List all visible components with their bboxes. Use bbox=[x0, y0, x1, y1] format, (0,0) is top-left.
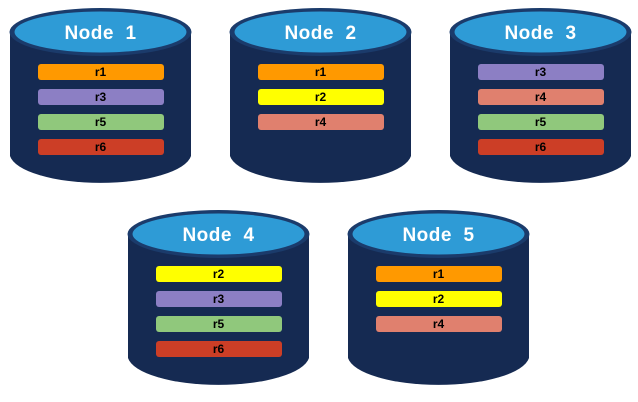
replica-list: r1 r3 r5 r6 bbox=[8, 64, 193, 155]
replica-item[interactable]: r3 bbox=[155, 291, 282, 307]
replica-item[interactable]: r5 bbox=[155, 316, 282, 332]
replica-item[interactable]: r6 bbox=[37, 139, 164, 155]
replica-item[interactable]: r2 bbox=[257, 89, 384, 105]
replica-item[interactable]: r2 bbox=[155, 266, 282, 282]
replica-item[interactable]: r1 bbox=[257, 64, 384, 80]
replica-item[interactable]: r1 bbox=[37, 64, 164, 80]
replica-list: r1 r2 r4 bbox=[346, 266, 531, 332]
replica-list: r3 r4 r5 r6 bbox=[448, 64, 633, 155]
replica-item[interactable]: r5 bbox=[37, 114, 164, 130]
replica-item[interactable]: r6 bbox=[155, 341, 282, 357]
replica-item[interactable]: r4 bbox=[375, 316, 502, 332]
database-node-2[interactable]: Node 2 r1 r2 r4 bbox=[228, 6, 413, 188]
replica-list: r1 r2 r4 bbox=[228, 64, 413, 130]
replica-item[interactable]: r1 bbox=[375, 266, 502, 282]
replica-item[interactable]: r4 bbox=[257, 114, 384, 130]
replica-item[interactable]: r6 bbox=[477, 139, 604, 155]
replica-list: r2 r3 r5 r6 bbox=[126, 266, 311, 357]
replica-item[interactable]: r3 bbox=[37, 89, 164, 105]
replica-item[interactable]: r3 bbox=[477, 64, 604, 80]
replica-item[interactable]: r2 bbox=[375, 291, 502, 307]
replica-item[interactable]: r5 bbox=[477, 114, 604, 130]
replica-item[interactable]: r4 bbox=[477, 89, 604, 105]
database-node-5[interactable]: Node 5 r1 r2 r4 bbox=[346, 208, 531, 390]
database-node-4[interactable]: Node 4 r2 r3 r5 r6 bbox=[126, 208, 311, 390]
database-node-1[interactable]: Node 1 r1 r3 r5 r6 bbox=[8, 6, 193, 188]
database-node-3[interactable]: Node 3 r3 r4 r5 r6 bbox=[448, 6, 633, 188]
